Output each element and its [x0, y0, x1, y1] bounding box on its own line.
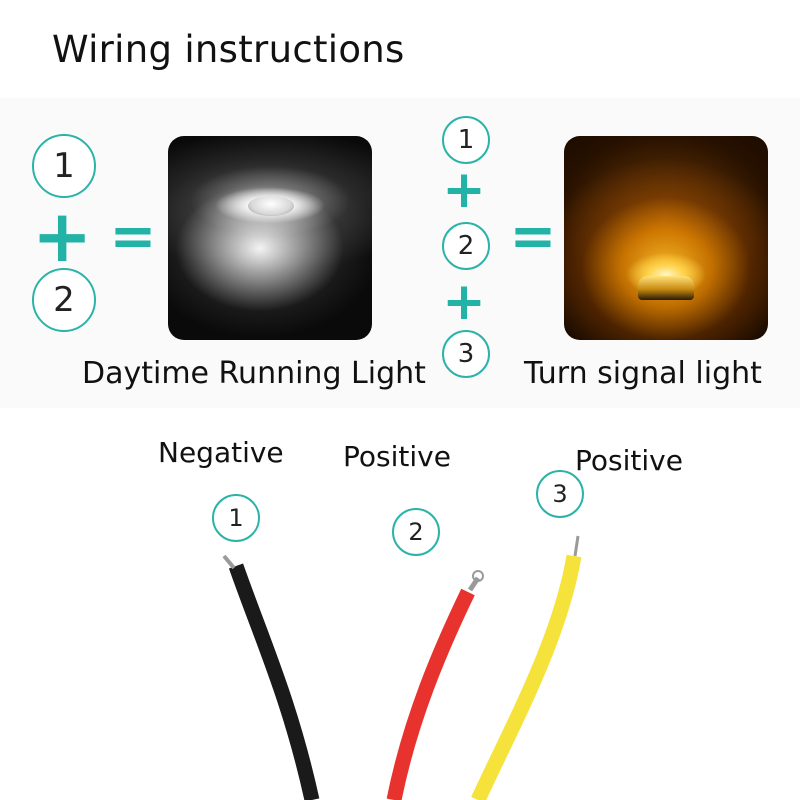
wire-1-number: 1 [212, 494, 260, 542]
drl-number-2: 2 [32, 268, 96, 332]
wire-2-label: Positive [343, 440, 451, 473]
wire-3-positive [471, 554, 582, 800]
drl-light-photo [168, 136, 372, 340]
wire-3-label: Positive [575, 444, 683, 477]
turn-plus-icon-2: + [442, 272, 486, 332]
wire-3-tip [573, 535, 580, 557]
turn-plus-icon-1: + [442, 160, 486, 220]
wire-1-tip [222, 554, 236, 570]
turn-equals-icon: = [509, 204, 557, 269]
wire-1-label: Negative [158, 436, 284, 469]
turn-number-3: 3 [442, 330, 490, 378]
drl-plus-icon: + [32, 194, 93, 278]
wire-2-tip-loop [472, 570, 484, 582]
turn-lamp-icon [638, 276, 694, 300]
drl-lamp-icon [248, 196, 294, 216]
turn-caption: Turn signal light [524, 356, 762, 391]
turn-number-2: 2 [442, 222, 490, 270]
drl-caption: Daytime Running Light [82, 356, 426, 391]
wire-3-number: 3 [536, 470, 584, 518]
turn-number-1: 1 [442, 116, 490, 164]
drl-equals-icon: = [109, 204, 157, 269]
turn-light-photo [564, 136, 768, 340]
wire-2-positive [386, 588, 475, 800]
drl-number-1: 1 [32, 134, 96, 198]
wire-2-number: 2 [392, 508, 440, 556]
wire-1-negative [228, 563, 320, 800]
page-title: Wiring instructions [52, 28, 405, 71]
